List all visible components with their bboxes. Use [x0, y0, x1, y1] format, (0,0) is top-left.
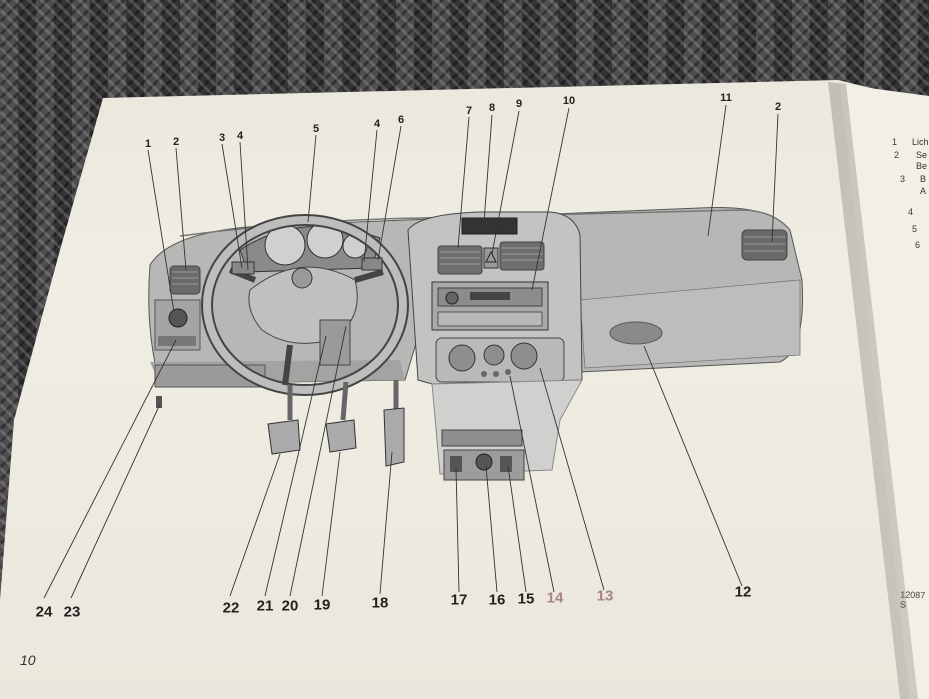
callout-19: 19 [313, 596, 331, 614]
callout-4: 4 [236, 130, 244, 142]
legend-text: Se [916, 150, 928, 160]
callout-3: 3 [218, 132, 226, 144]
callout-16: 16 [488, 591, 506, 609]
callout-11: 11 [720, 92, 732, 104]
callout-9: 9 [515, 98, 523, 110]
legend-number: 3 [900, 174, 906, 184]
legend-number: 1 [892, 137, 898, 147]
center-vent-right [499, 241, 545, 271]
callout-8: 8 [488, 102, 496, 114]
callout-2b: 2 [774, 101, 782, 113]
reference-code: 12087 S [899, 589, 926, 610]
brake-pedal [325, 419, 357, 453]
callout-20: 20 [281, 597, 299, 615]
steering-column [319, 319, 351, 366]
callout-17: 17 [450, 591, 468, 609]
info-display [461, 217, 518, 235]
callout-21: 21 [256, 597, 274, 615]
callout-12: 12 [734, 583, 752, 601]
callout-5: 5 [312, 123, 320, 135]
accelerator-pedal [383, 407, 405, 467]
callout-10: 10 [562, 95, 576, 107]
callout-23: 23 [63, 603, 81, 621]
callout-18: 18 [371, 594, 389, 612]
legend-text: B [920, 174, 927, 184]
legend-number: 4 [908, 207, 914, 217]
callout-2: 2 [172, 136, 180, 148]
clutch-pedal [267, 419, 301, 455]
legend-text: A [920, 186, 927, 196]
legend-text: Lich [912, 137, 929, 147]
callout-4b: 4 [373, 118, 381, 130]
legend-number: 5 [912, 224, 918, 234]
hazard-switch [483, 247, 499, 269]
right-vent [741, 229, 788, 261]
callout-6: 6 [397, 114, 405, 126]
horn-logo [291, 267, 313, 289]
callout-7: 7 [465, 105, 473, 117]
callout-1: 1 [144, 138, 152, 150]
fan-knob [483, 344, 505, 366]
legend-text: Be [916, 161, 928, 171]
glovebox-handle [609, 321, 663, 345]
callout-15: 15 [517, 590, 535, 608]
page-number: 10 [20, 652, 36, 668]
glovebox [579, 279, 801, 369]
light-switch [168, 308, 188, 328]
air-distribution-knob [510, 342, 538, 370]
left-vent [169, 265, 201, 295]
legend-number: 6 [915, 240, 921, 250]
center-vent-left [437, 245, 483, 275]
legend-number: 2 [894, 150, 900, 160]
temperature-knob [448, 344, 476, 372]
callout-22: 22 [222, 599, 240, 617]
cigarette-lighter [475, 453, 493, 471]
callout-13: 13 [596, 587, 614, 605]
callout-14: 14 [546, 589, 564, 607]
callout-24: 24 [35, 603, 53, 621]
